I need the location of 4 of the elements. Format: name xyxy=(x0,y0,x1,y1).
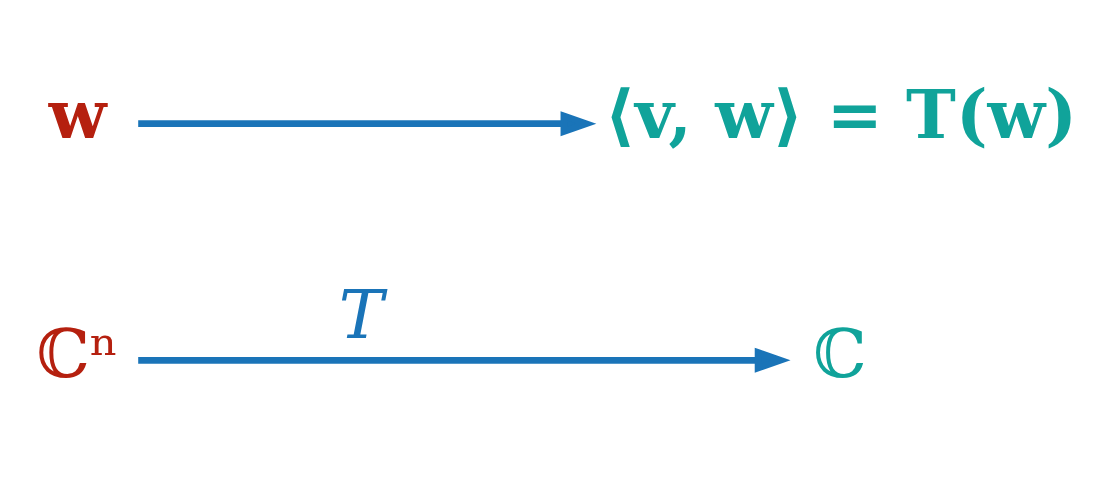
node-text: ℂⁿ xyxy=(36,315,119,394)
node-text: w xyxy=(48,75,107,155)
node-text: ⟨v, w⟩ = T(w) xyxy=(604,75,1077,155)
node-text: ℂ xyxy=(813,315,867,394)
